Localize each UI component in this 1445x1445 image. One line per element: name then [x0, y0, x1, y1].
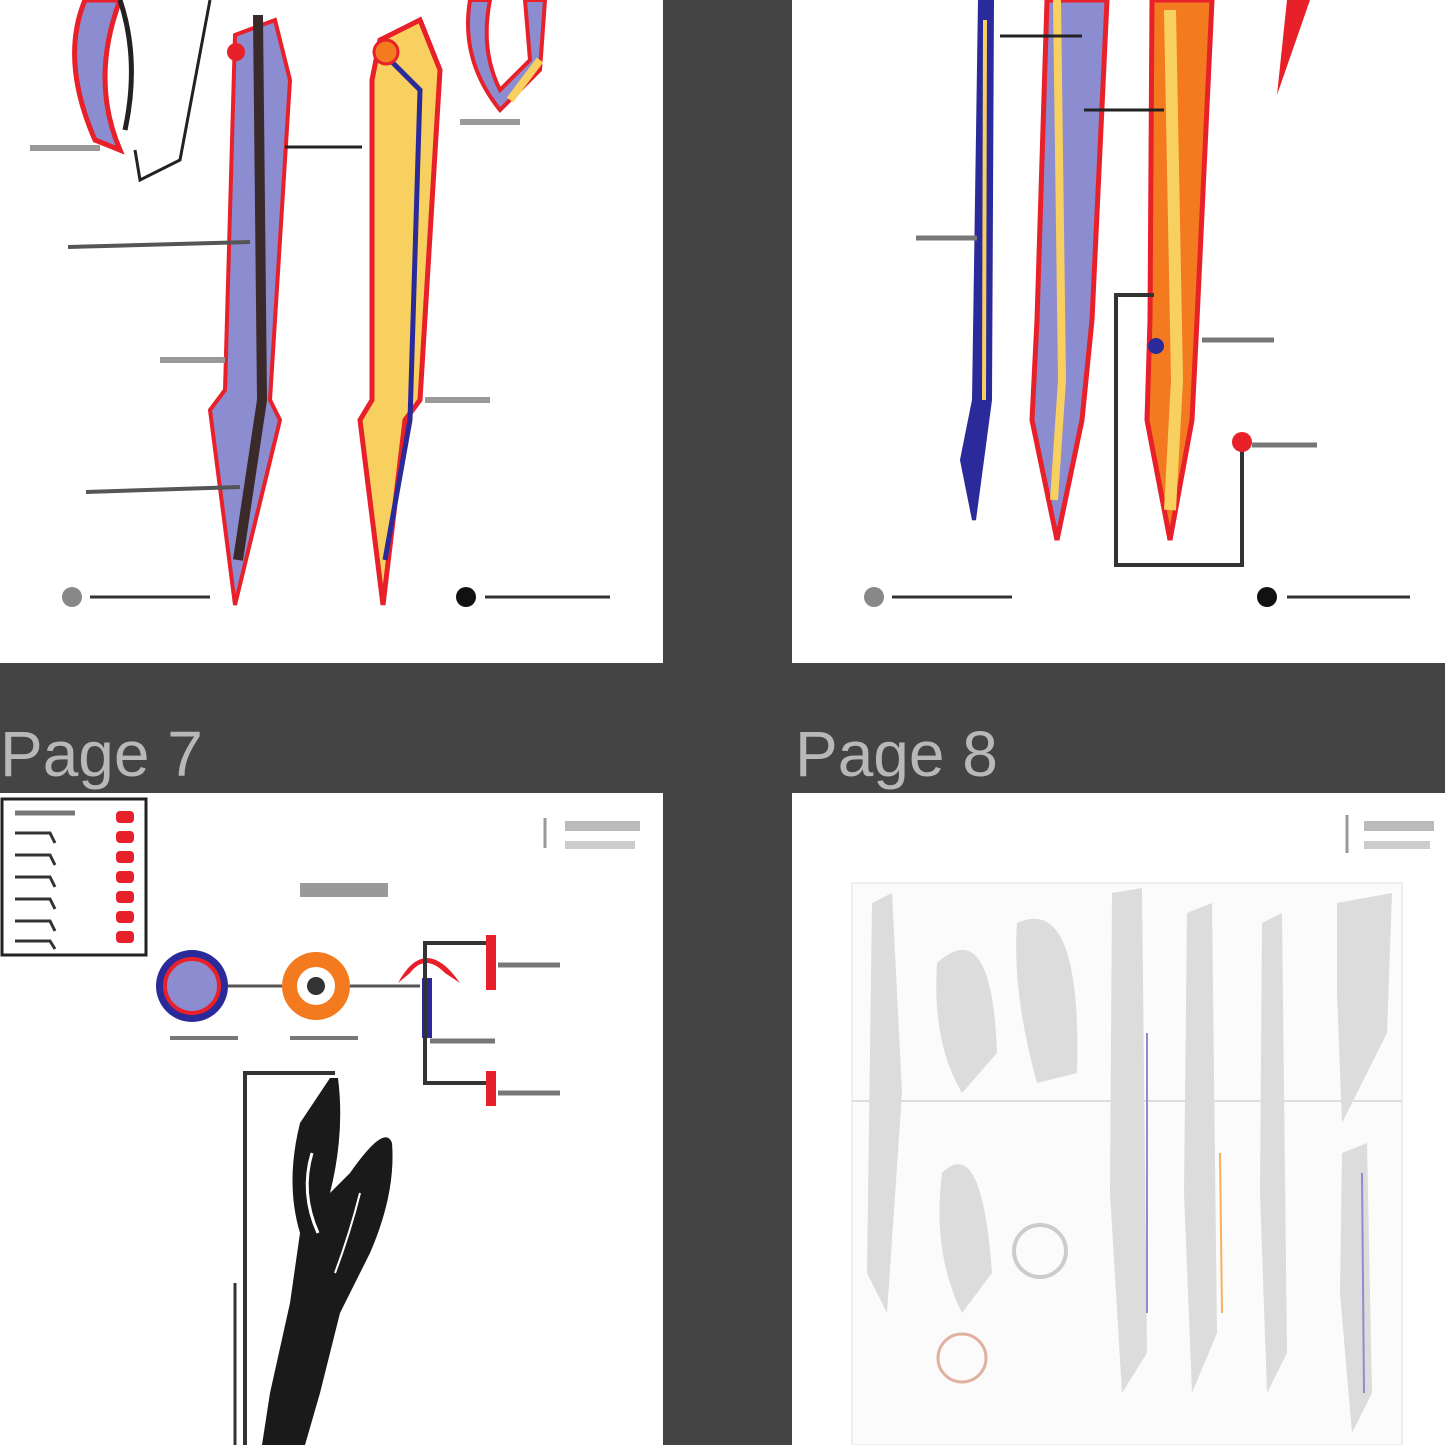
bracket-line-top — [423, 941, 490, 1085]
parts-list-markers — [116, 811, 134, 943]
page-thumbnail-6[interactable] — [792, 0, 1445, 663]
hook-part-b — [466, 0, 548, 113]
hook-part-a — [72, 0, 125, 155]
template-blue-line-2 — [1361, 1172, 1365, 1394]
blade-blue-thin — [959, 0, 995, 521]
page-code-block-2 — [1364, 841, 1430, 849]
parts-list-icons — [15, 831, 57, 950]
step-marker-right — [1257, 587, 1277, 607]
page-5-diagram — [30, 0, 610, 607]
blade-blue-thin-core — [982, 19, 987, 401]
page-6-diagram — [864, 0, 1410, 607]
step-marker-left — [864, 587, 884, 607]
assembled-weapon-silhouette — [262, 1078, 393, 1445]
step-marker-right — [456, 587, 476, 607]
red-clip-2 — [486, 1071, 496, 1106]
blade-mixed — [1029, 0, 1110, 541]
blade-lavender — [207, 17, 293, 606]
page-code-block — [1364, 821, 1434, 831]
page-thumbnail-7[interactable] — [0, 793, 663, 1445]
blade-lavender-pin — [227, 43, 245, 61]
assembly-bracket — [243, 1071, 335, 1445]
template-ring — [1012, 1223, 1068, 1279]
blade-orange-pin — [372, 38, 400, 66]
template-ring-2 — [936, 1332, 988, 1384]
red-pin-marker — [1232, 432, 1252, 452]
page-7-diagram — [0, 797, 640, 1445]
silhouette-highlight-2 — [334, 1192, 361, 1274]
step-marker-left — [62, 587, 82, 607]
page-code-block-2 — [565, 841, 635, 849]
blade-orange-b-pin — [1148, 338, 1164, 354]
page-label-8: Page 8 — [795, 718, 998, 790]
silhouette-highlight — [305, 1152, 320, 1234]
connector-line-a — [133, 0, 212, 183]
bracket-line — [1114, 293, 1244, 567]
page-code-block — [565, 821, 640, 831]
callout-line-7 — [85, 485, 241, 494]
blade-mixed-inner — [1050, 0, 1067, 501]
step-heading-block — [300, 883, 388, 897]
blade-orange — [357, 16, 443, 606]
part-disc-blue-ring — [163, 957, 221, 1015]
hook-part-a-inner — [117, 0, 134, 131]
hook-part-b-inner — [506, 57, 544, 103]
blade-lavender-spine — [233, 14, 268, 561]
arch-part — [398, 958, 460, 983]
page-thumbnail-8[interactable] — [792, 793, 1445, 1445]
template-cutouts — [867, 888, 1392, 1433]
callout-line-4 — [67, 240, 251, 249]
page-8-diagram — [851, 815, 1434, 1445]
part-disc-orange-core — [307, 977, 325, 995]
page-label-7: Page 7 — [0, 718, 203, 790]
blade-orange-inner — [382, 58, 423, 561]
red-clip-1 — [486, 935, 496, 990]
red-tip — [1277, 0, 1310, 95]
page-thumbnail-5[interactable] — [0, 0, 663, 663]
blade-orange-b-inner — [1164, 9, 1184, 511]
template-orange-line — [1219, 1152, 1223, 1314]
